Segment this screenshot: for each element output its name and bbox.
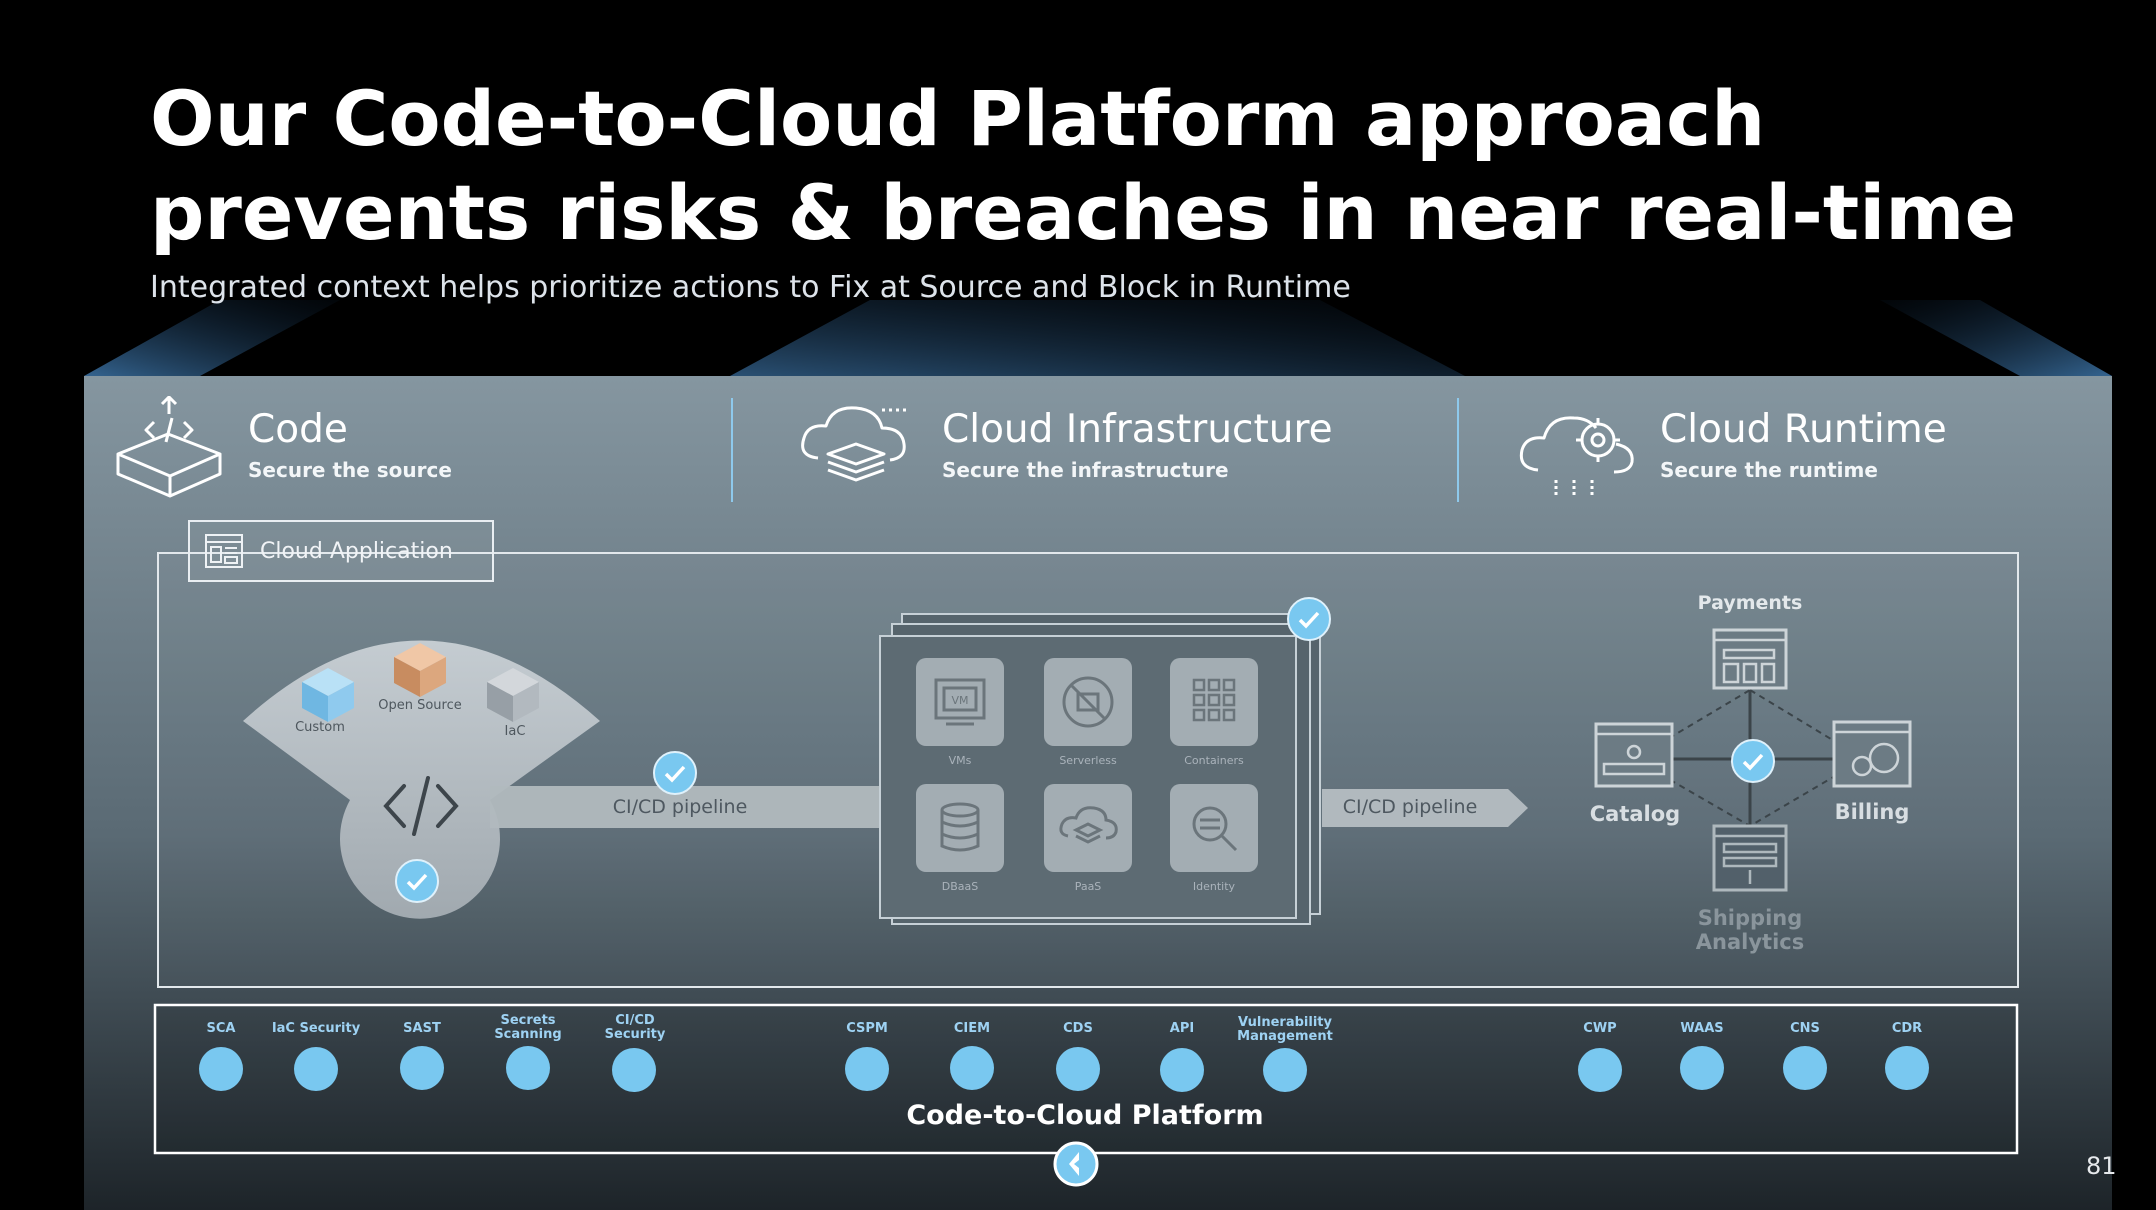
capability-label: IaC Security [271, 1021, 361, 1036]
capability-dot [294, 1047, 338, 1091]
capability-label: WAAS [1680, 1021, 1724, 1036]
infra-tile-label: DBaaS [941, 880, 979, 893]
service-label-catalog: Catalog [1589, 802, 1681, 826]
infra-tile-label: VMs [948, 754, 972, 767]
column-heading: Cloud Runtime [1660, 407, 1947, 452]
infra-tile-grid: VM VMs Serverless Containers DBaaS PaaS … [912, 654, 1272, 904]
roof-glow-left [84, 300, 340, 376]
shipping-window-icon [1712, 824, 1788, 892]
payments-window-icon [1712, 628, 1788, 690]
capability-label: CIEM [953, 1021, 991, 1036]
database-icon [940, 802, 980, 852]
service-label-billing: Billing [1834, 800, 1910, 824]
capability-dot [400, 1046, 444, 1090]
cloud-application-frame [157, 552, 2019, 988]
column-heading: Code [248, 407, 348, 452]
fan-label-open-source: Open Source [378, 698, 462, 713]
slide-subtitle: Integrated context helps prioritize acti… [150, 270, 1351, 305]
capability-dot [845, 1047, 889, 1091]
cloud-application-tab: Cloud Application [188, 520, 494, 582]
capability-label: CDS [1063, 1021, 1093, 1036]
infra-tile-vms: VM [916, 658, 1004, 746]
capability-dot [1783, 1046, 1827, 1090]
code-brackets-icon [383, 776, 459, 836]
infra-tile-label: Serverless [1059, 754, 1117, 767]
capability-dot [1056, 1047, 1100, 1091]
infra-tile-label: PaaS [1074, 880, 1102, 893]
platform-logo-icon [1053, 1141, 1099, 1187]
billing-window-icon [1832, 720, 1912, 788]
pipeline-arrow-1 [490, 786, 880, 828]
check-badge-icon [1287, 597, 1331, 641]
infra-tile-identity [1170, 784, 1258, 872]
capability-label: CI/CD Security [604, 1013, 666, 1042]
iac-cube-icon [487, 668, 539, 722]
catalog-window-icon [1594, 722, 1674, 788]
infra-tile-containers [1170, 658, 1258, 746]
fan-label-custom: Custom [295, 720, 345, 735]
open-source-cube-icon [394, 643, 446, 697]
column-subheading: Secure the source [248, 458, 452, 482]
svg-text:VM: VM [951, 694, 968, 707]
column-subheading: Secure the infrastructure [942, 458, 1229, 482]
cloud-application-label: Cloud Application [260, 538, 453, 564]
capability-dot [950, 1046, 994, 1090]
capability-label: CNS [1790, 1021, 1820, 1036]
cloud-gear-icon [1519, 416, 1634, 498]
infra-tile-label: Containers [1184, 754, 1244, 767]
capability-dot [612, 1048, 656, 1092]
capability-dot [506, 1046, 550, 1090]
capability-label: Secrets Scanning [494, 1013, 562, 1042]
cloud-stack-icon [801, 406, 906, 482]
capability-label: SCA [206, 1021, 236, 1036]
capability-dot [1160, 1048, 1204, 1092]
roof-glow-mid [730, 300, 1465, 376]
pipeline-label: CI/CD pipeline [612, 796, 748, 818]
capability-label: Vulnerability Management [1237, 1015, 1333, 1044]
infra-tile-serverless [1044, 658, 1132, 746]
fan-label-iac: IaC [504, 724, 526, 739]
serverless-icon [1062, 676, 1114, 728]
service-label-payments: Payments [1697, 592, 1803, 614]
paas-cloud-icon [1059, 806, 1118, 844]
pipeline-label: CI/CD pipeline [1342, 796, 1478, 818]
capability-dot [1263, 1048, 1307, 1092]
capability-label: API [1169, 1021, 1195, 1036]
column-heading: Cloud Infrastructure [942, 407, 1333, 452]
capability-label: SAST [403, 1021, 441, 1036]
app-window-icon [205, 534, 243, 568]
capability-label: CSPM [846, 1021, 888, 1036]
vm-icon: VM [934, 678, 986, 726]
containers-icon [1192, 678, 1236, 722]
capability-dot [1578, 1048, 1622, 1092]
infra-tile-dbaas [916, 784, 1004, 872]
platform-label: Code-to-Cloud Platform [906, 1100, 1264, 1131]
column-subheading: Secure the runtime [1660, 458, 1878, 482]
infra-tile-label: Identity [1192, 880, 1236, 893]
capability-label: CDR [1891, 1021, 1923, 1036]
page-number: 81 [2086, 1152, 2117, 1180]
capability-dot [199, 1047, 243, 1091]
infra-tile-paas [1044, 784, 1132, 872]
slide-title: Our Code-to-Cloud Platform approach prev… [150, 74, 2017, 257]
capability-label: CWP [1583, 1021, 1617, 1036]
custom-cube-icon [302, 668, 354, 722]
code-box-icon [116, 396, 222, 498]
service-label-shipping-analytics: Shipping Analytics [1695, 906, 1805, 954]
capability-dot [1885, 1046, 1929, 1090]
check-badge-icon [395, 859, 439, 903]
identity-search-icon [1192, 806, 1238, 852]
pipeline-arrow-2 [1322, 789, 1528, 827]
roof-glow-right [1880, 300, 2112, 376]
check-badge-icon [1731, 739, 1775, 783]
capability-dot [1680, 1046, 1724, 1090]
check-badge-icon [653, 751, 697, 795]
